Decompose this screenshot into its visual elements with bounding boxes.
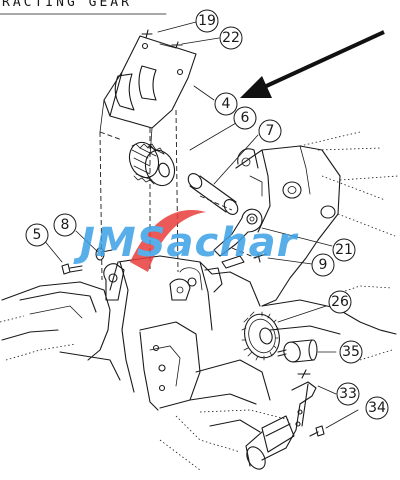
callout-26: 26 — [328, 290, 352, 314]
svg-text:26: 26 — [331, 294, 349, 310]
callout-9: 9 — [311, 253, 335, 277]
watermark-text: JMSachar — [73, 220, 299, 266]
callout-22: 22 — [219, 26, 243, 50]
callout-34: 34 — [365, 396, 389, 420]
callout-5: 5 — [25, 223, 49, 247]
svg-text:6: 6 — [241, 110, 250, 126]
svg-text:7: 7 — [266, 123, 275, 139]
diagram-title: RACTING GEAR — [2, 0, 132, 10]
screw-part-34 — [309, 425, 325, 437]
callout-6: 6 — [233, 106, 257, 130]
callout-21: 21 — [332, 238, 356, 262]
leader-lines — [42, 21, 359, 429]
svg-text:8: 8 — [61, 217, 70, 233]
screw-part-5 — [61, 263, 83, 275]
watermark-swoosh — [130, 210, 206, 272]
svg-text:34: 34 — [368, 400, 386, 416]
shaft-part-7 — [187, 173, 239, 215]
lever-arm — [213, 208, 267, 269]
callout-33: 33 — [336, 382, 360, 406]
callout-19: 19 — [195, 9, 219, 33]
callout-4: 4 — [214, 92, 238, 116]
callout-8: 8 — [53, 213, 77, 237]
arrow-pointer — [240, 30, 385, 98]
svg-text:5: 5 — [33, 227, 42, 243]
gear-part-26 — [241, 311, 280, 361]
callout-35: 35 — [339, 340, 363, 364]
gear-part-6 — [128, 141, 176, 187]
svg-text:19: 19 — [198, 13, 216, 29]
svg-text:33: 33 — [339, 386, 357, 402]
washer-part-8 — [95, 247, 113, 261]
callout-7: 7 — [258, 119, 282, 143]
shaft-assembly-part-33 — [245, 369, 317, 470]
svg-text:21: 21 — [335, 242, 353, 258]
frame-casting — [0, 131, 399, 471]
svg-text:9: 9 — [319, 257, 328, 273]
svg-text:4: 4 — [222, 96, 231, 112]
bracket-part-4 — [99, 29, 197, 157]
pin-part-35 — [277, 339, 318, 363]
svg-text:35: 35 — [342, 344, 360, 360]
svg-text:22: 22 — [222, 30, 240, 46]
watermark: JMSachar — [73, 210, 299, 272]
